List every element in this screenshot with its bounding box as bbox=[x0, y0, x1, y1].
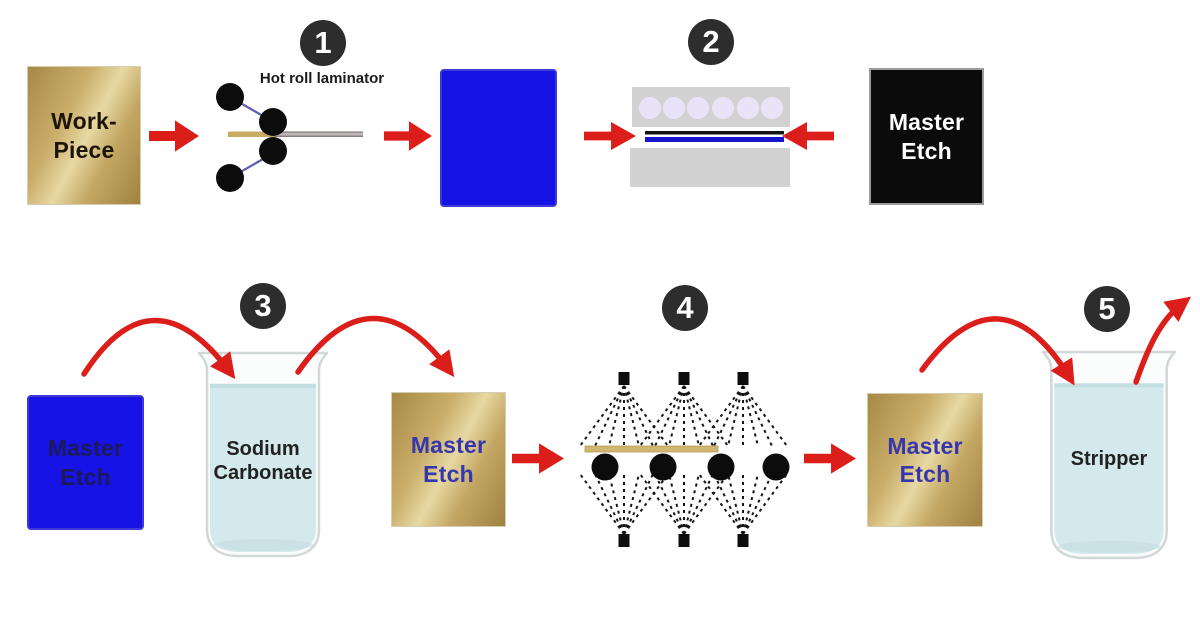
master-etch-gold-label-1: Master Etch bbox=[410, 432, 487, 487]
step-4-number: 4 bbox=[676, 290, 694, 325]
step-1-number: 1 bbox=[314, 25, 332, 60]
master-etch-black-label: Master Etch bbox=[888, 109, 965, 164]
arrow-right-icon bbox=[384, 121, 432, 151]
master-etch-black-block: Master Etch bbox=[869, 68, 984, 205]
step-5-number: 5 bbox=[1098, 291, 1116, 326]
master-etch-blue-block: Master Etch bbox=[27, 395, 144, 530]
master-etch-gold-block-1: Master Etch bbox=[392, 393, 505, 526]
sodium-carbonate-label: Sodium Carbonate bbox=[213, 438, 313, 484]
sodium-carbonate-beaker bbox=[197, 351, 329, 558]
workpiece-label: Work- Piece bbox=[51, 108, 117, 163]
workpiece-block: Work- Piece bbox=[28, 67, 140, 204]
arrow-right-icon bbox=[512, 443, 564, 474]
hot-roll-laminator-icon bbox=[216, 83, 363, 192]
step-3-number: 3 bbox=[254, 288, 272, 323]
step-1-badge: 1 bbox=[300, 20, 346, 66]
laminated-workpiece-block bbox=[440, 69, 557, 207]
step-4-badge: 4 bbox=[662, 285, 708, 331]
stripper-beaker bbox=[1041, 350, 1177, 560]
master-etch-gold-label-2: Master Etch bbox=[887, 432, 963, 487]
step-2-number: 2 bbox=[702, 24, 720, 59]
step-5-badge: 5 bbox=[1084, 286, 1130, 332]
master-etch-gold-block-2: Master Etch bbox=[868, 394, 982, 526]
step-3-badge: 3 bbox=[240, 283, 286, 329]
spray-etcher-icon bbox=[579, 372, 790, 547]
hot-roll-laminator-caption: Hot roll laminator bbox=[259, 70, 385, 87]
stripper-label: Stripper bbox=[1070, 448, 1148, 470]
exposure-unit-icon bbox=[630, 87, 790, 187]
step-2-badge: 2 bbox=[688, 19, 734, 65]
arrow-right-icon bbox=[804, 443, 856, 474]
master-etch-blue-label: Master Etch bbox=[47, 435, 124, 490]
